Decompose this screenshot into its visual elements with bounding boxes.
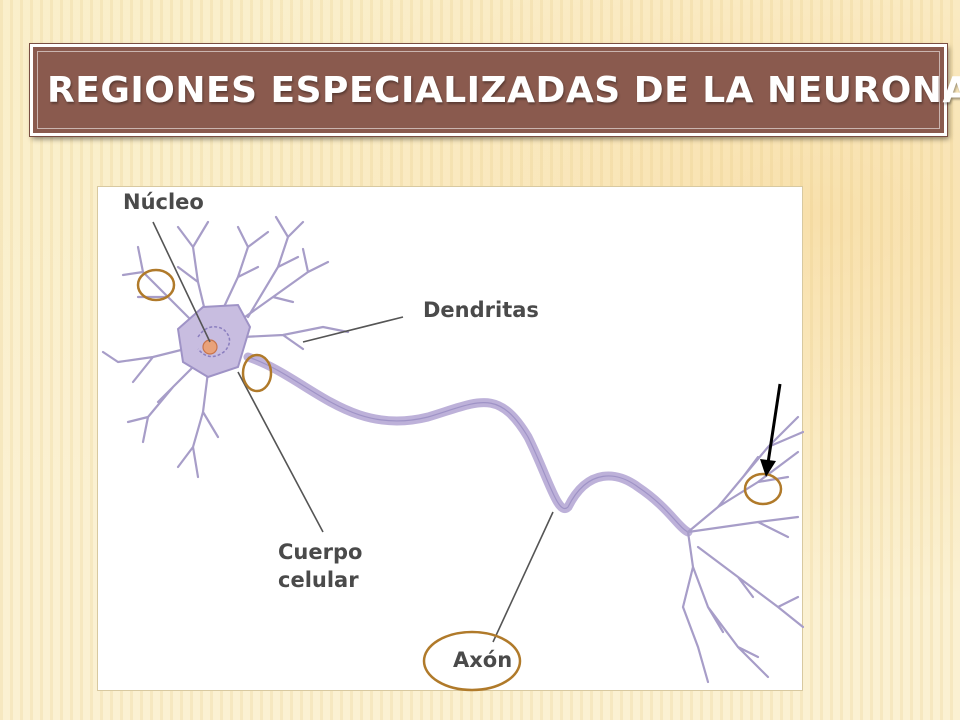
highlight-axon-terminal — [743, 472, 783, 506]
slide-title: REGIONES ESPECIALIZADAS DE LA NEURONA — [47, 70, 960, 111]
axon — [243, 352, 693, 537]
label-cell-body-line1: Cuerpo — [278, 540, 362, 564]
pointer-lines — [152, 221, 554, 643]
dendrites — [101, 215, 350, 479]
label-cell-body-line2: celular — [278, 568, 359, 592]
highlight-circles — [136, 268, 783, 692]
highlight-dendrite-tip — [136, 268, 176, 302]
cell-body — [176, 303, 252, 379]
highlight-axon-hillock — [241, 353, 273, 393]
nucleus — [202, 339, 218, 355]
title-bar: REGIONES ESPECIALIZADAS DE LA NEURONA — [30, 44, 960, 136]
highlight-axon — [422, 630, 522, 692]
neuron-diagram: Núcleo Dendritas Cuerpo celular Axón — [101, 190, 804, 692]
neuron-figure: Núcleo Dendritas Cuerpo celular Axón — [97, 186, 804, 692]
label-axon: Axón — [453, 648, 512, 672]
axon-terminals — [681, 415, 804, 684]
label-dendrites: Dendritas — [423, 298, 539, 322]
arrow-indicator — [760, 383, 782, 477]
label-nucleus: Núcleo — [123, 190, 204, 214]
